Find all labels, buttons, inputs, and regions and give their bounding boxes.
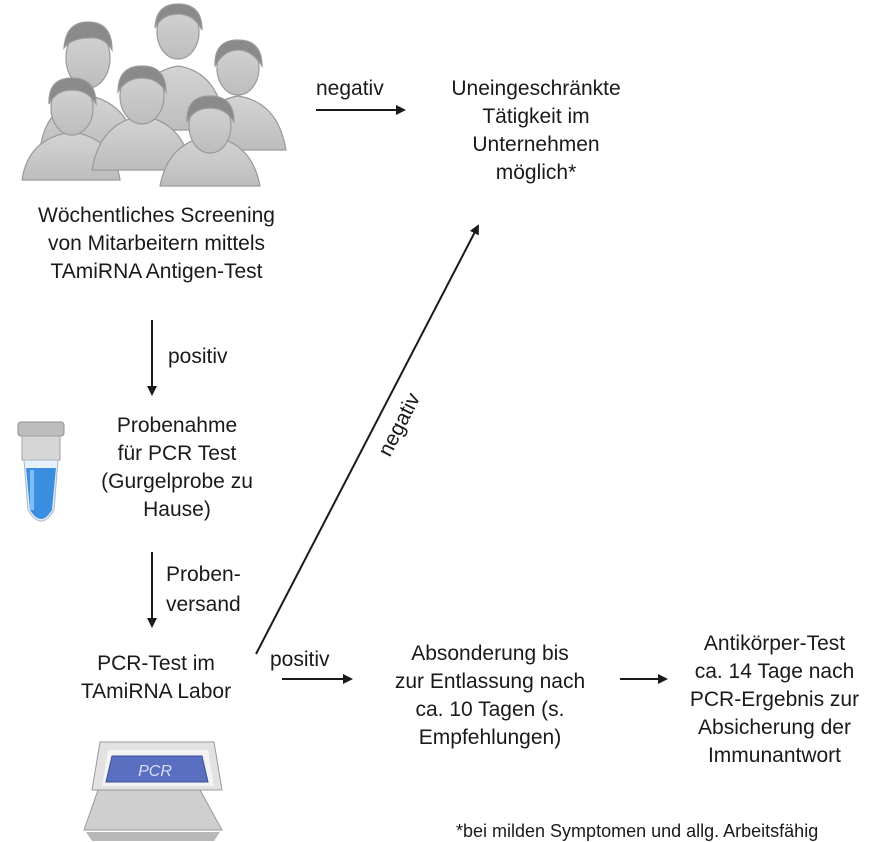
node-pcr-test-line: TAmiRNA Labor [80,680,232,703]
footnote: *bei milden Symptomen und allg. Arbeitsf… [456,821,819,841]
node-uneingeschraenkt-line: möglich* [495,161,577,184]
edge-label-proben-versand: Proben- versand [166,560,241,620]
test-tube-icon [17,421,65,522]
node-pcr-test: PCR-Test im TAmiRNA Labor [66,650,246,706]
node-antikoerper: Antikörper-Test ca. 14 Tage nach PCR-Erg… [666,630,883,770]
node-probenahme-line: Hause) [143,498,211,521]
pcr-machine-icon: PCR [83,741,223,841]
people-group-icon [21,3,287,187]
node-screening-line: TAmiRNA Antigen-Test [50,260,263,283]
node-uneingeschraenkt: Uneingeschränkte Tätigkeit im Unternehme… [420,75,652,187]
node-probenahme-line: für PCR Test [117,442,237,465]
edges [147,105,668,684]
node-absonderung-line: zur Entlassung nach [394,670,586,693]
node-screening-line: von Mitarbeitern mittels [47,232,266,255]
node-antikoerper-line: Absicherung der [698,716,851,739]
node-antikoerper-line: PCR-Ergebnis zur [689,688,860,711]
node-uneingeschraenkt-line: Uneingeschränkte [451,77,621,100]
node-absonderung-line: Absonderung bis [411,642,569,665]
node-screening-line: Wöchentliches Screening [38,204,275,227]
edge-label-proben-versand-line: versand [166,593,241,616]
edge-label-proben-versand-line: Proben- [166,563,241,586]
node-absonderung: Absonderung bis zur Entlassung nach ca. … [362,640,618,752]
edge-label-positiv-down: positiv [168,345,228,368]
node-probenahme-line: (Gurgelprobe zu [101,470,253,493]
node-antikoerper-line: ca. 14 Tage nach [694,660,855,683]
node-probenahme: Probenahme für PCR Test (Gurgelprobe zu … [82,412,272,524]
node-pcr-test-line: PCR-Test im [97,652,215,675]
node-uneingeschraenkt-line: Tätigkeit im [482,105,590,128]
node-absonderung-line: Empfehlungen) [418,726,562,749]
arrow-pcr-to-uneingeschraenkt [255,224,479,655]
node-uneingeschraenkt-line: Unternehmen [472,133,600,156]
node-probenahme-line: Probenahme [116,414,238,437]
node-antikoerper-line: Immunantwort [707,744,842,767]
edge-label-negativ-top: negativ [316,77,384,100]
pcr-device-screen: PCR [105,755,209,783]
pcr-device-label: PCR [138,763,172,780]
node-absonderung-line: ca. 10 Tagen (s. [415,698,565,721]
node-antikoerper-line: Antikörper-Test [703,632,846,655]
edge-label-positiv-right: positiv [270,648,330,671]
node-screening: Wöchentliches Screening von Mitarbeitern… [0,202,313,286]
